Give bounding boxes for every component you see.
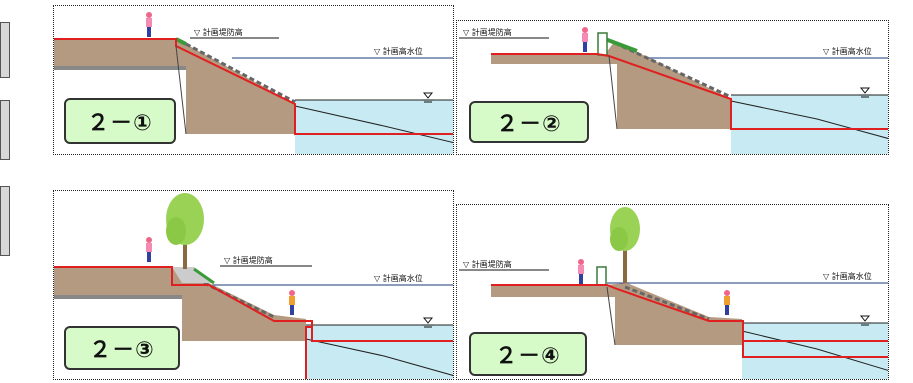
cross-section-diagram: ▽ 計画堤防高 ▽ 計画高水位 [459,207,888,379]
left-strip-3 [0,186,10,256]
cross-section-diagram: ▽ 計画堤防高 ▽ 計画高水位 [54,193,453,379]
panel-2-3: ▽ 計画堤防高 ▽ 計画高水位 ２－③ [53,190,454,380]
left-strip-1 [0,22,10,78]
dike-height-label: ▽ 計画堤防高 [194,27,243,37]
panel-badge: ２－② [469,101,589,143]
panel-badge: ２－③ [64,326,180,370]
left-strip-2 [0,100,10,160]
cross-section-diagram: ▽ 計画堤防高 ▽ 計画高水位 [459,27,888,154]
water-level-label: ▽ 計画高水位 [374,273,423,283]
panel-2-1: ▽ 計画堤防高 ▽ 計画高水位 ２－① [53,5,454,155]
water-level-label: ▽ 計画高水位 [823,271,872,281]
dike-height-label: ▽ 計画堤防高 [463,27,512,37]
panel-badge: ２－① [64,98,176,144]
panel-badge: ２－④ [469,332,587,376]
water-level-label: ▽ 計画高水位 [823,46,872,56]
panel-2-2: ▽ 計画堤防高 ▽ 計画高水位 ２－② [456,20,889,155]
dike-height-label: ▽ 計画堤防高 [224,255,273,265]
water-level-label: ▽ 計画高水位 [374,46,423,56]
dike-height-label: ▽ 計画堤防高 [463,259,512,269]
panel-2-4: ▽ 計画堤防高 ▽ 計画高水位 ２－④ [456,204,889,380]
cross-section-diagram: ▽ 計画堤防高 ▽ 計画高水位 [54,12,453,154]
